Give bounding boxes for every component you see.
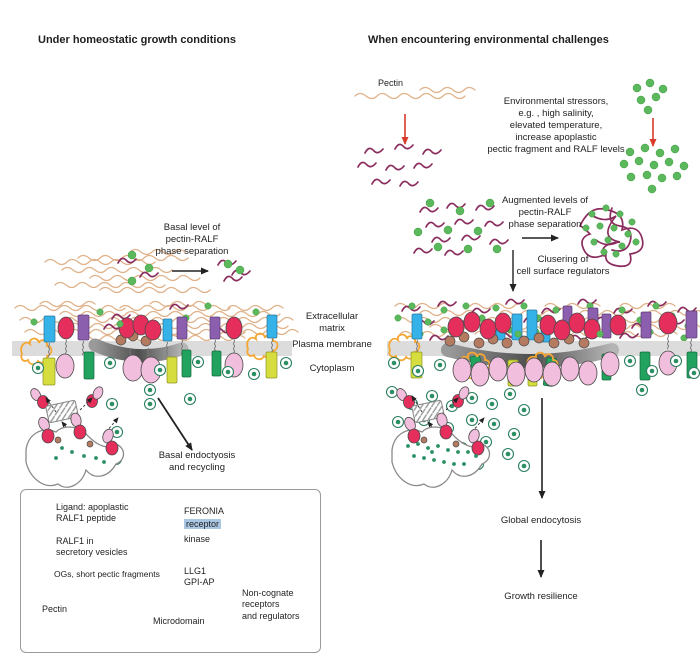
right-endocytosis-scene	[391, 386, 491, 488]
plasma-membrane-label: Plasma membrane	[292, 339, 372, 350]
legend-receptor-highlight: receptor	[184, 519, 222, 529]
left-membrane-receptors	[20, 314, 279, 386]
cytoplasm-label: Cytoplasm	[309, 363, 355, 374]
right-title: When encountering environmental challeng…	[368, 34, 609, 46]
left-title: Under homeostatic growth conditions	[38, 34, 237, 46]
microdomain-vesicle	[411, 399, 445, 424]
extracellular-matrix-label: Extracellular matrix	[305, 311, 359, 334]
right-membrane-cluster	[388, 305, 698, 387]
left-basal-scene	[44, 248, 251, 294]
legend-ligand-label: Ligand: apoplastic RALF1 peptide	[56, 502, 129, 524]
left-plasma-membrane	[12, 338, 292, 363]
left-endocytosis-scene	[25, 386, 193, 488]
ralf-dots-small-group	[632, 78, 668, 115]
legend-pectin-label: Pectin	[42, 604, 68, 614]
clustering-label: Clusering of cell surface regulators	[516, 254, 610, 277]
legend-feronia-label: FERONIA	[184, 506, 225, 516]
condensate-tangle	[579, 204, 644, 268]
right-stressor-scene	[354, 78, 689, 194]
legend-noncognate-label: Non-cognate receptors and regulators	[242, 588, 300, 621]
og-fragments-group	[357, 143, 442, 187]
basal-endocytosis-label: Basal endoctyosis and recycling	[158, 450, 236, 473]
legend-receptor-label: receptor	[184, 519, 222, 530]
basal-endocytosis-arrow	[157, 397, 193, 451]
pectin-ralf-condensate	[217, 259, 251, 282]
legend-ogs-label: OGs, short pectic fragments	[54, 569, 160, 579]
legend-llg1-label: LLG1 GPI-AP	[184, 566, 215, 588]
global-endocytosis-label: Global endocytosis	[500, 515, 582, 526]
augmented-label: Augmented levels of pectin-RALF phase se…	[501, 195, 589, 230]
basal-separation-label: Basal level of pectin-RALF phase separat…	[155, 222, 229, 257]
legend-kinase-label: kinase	[184, 534, 211, 544]
microdomain-band	[88, 338, 189, 363]
stressors-label: Environmental stressors, e.g. , high sal…	[487, 96, 625, 155]
ralf-dots-large-group	[619, 143, 689, 194]
legend-box	[20, 489, 321, 653]
microdomain-vesicle	[45, 399, 79, 424]
legend-microdomain-label: Microdomain	[153, 616, 205, 626]
right-plasma-membrane	[387, 341, 700, 368]
augmented-separation-scene	[413, 198, 644, 292]
pectin-label: Pectin	[378, 78, 404, 88]
growth-resilience-label: Growth resilience	[504, 591, 578, 602]
legend-ralf1-label: RALF1 in secretory vesicles	[56, 536, 128, 558]
